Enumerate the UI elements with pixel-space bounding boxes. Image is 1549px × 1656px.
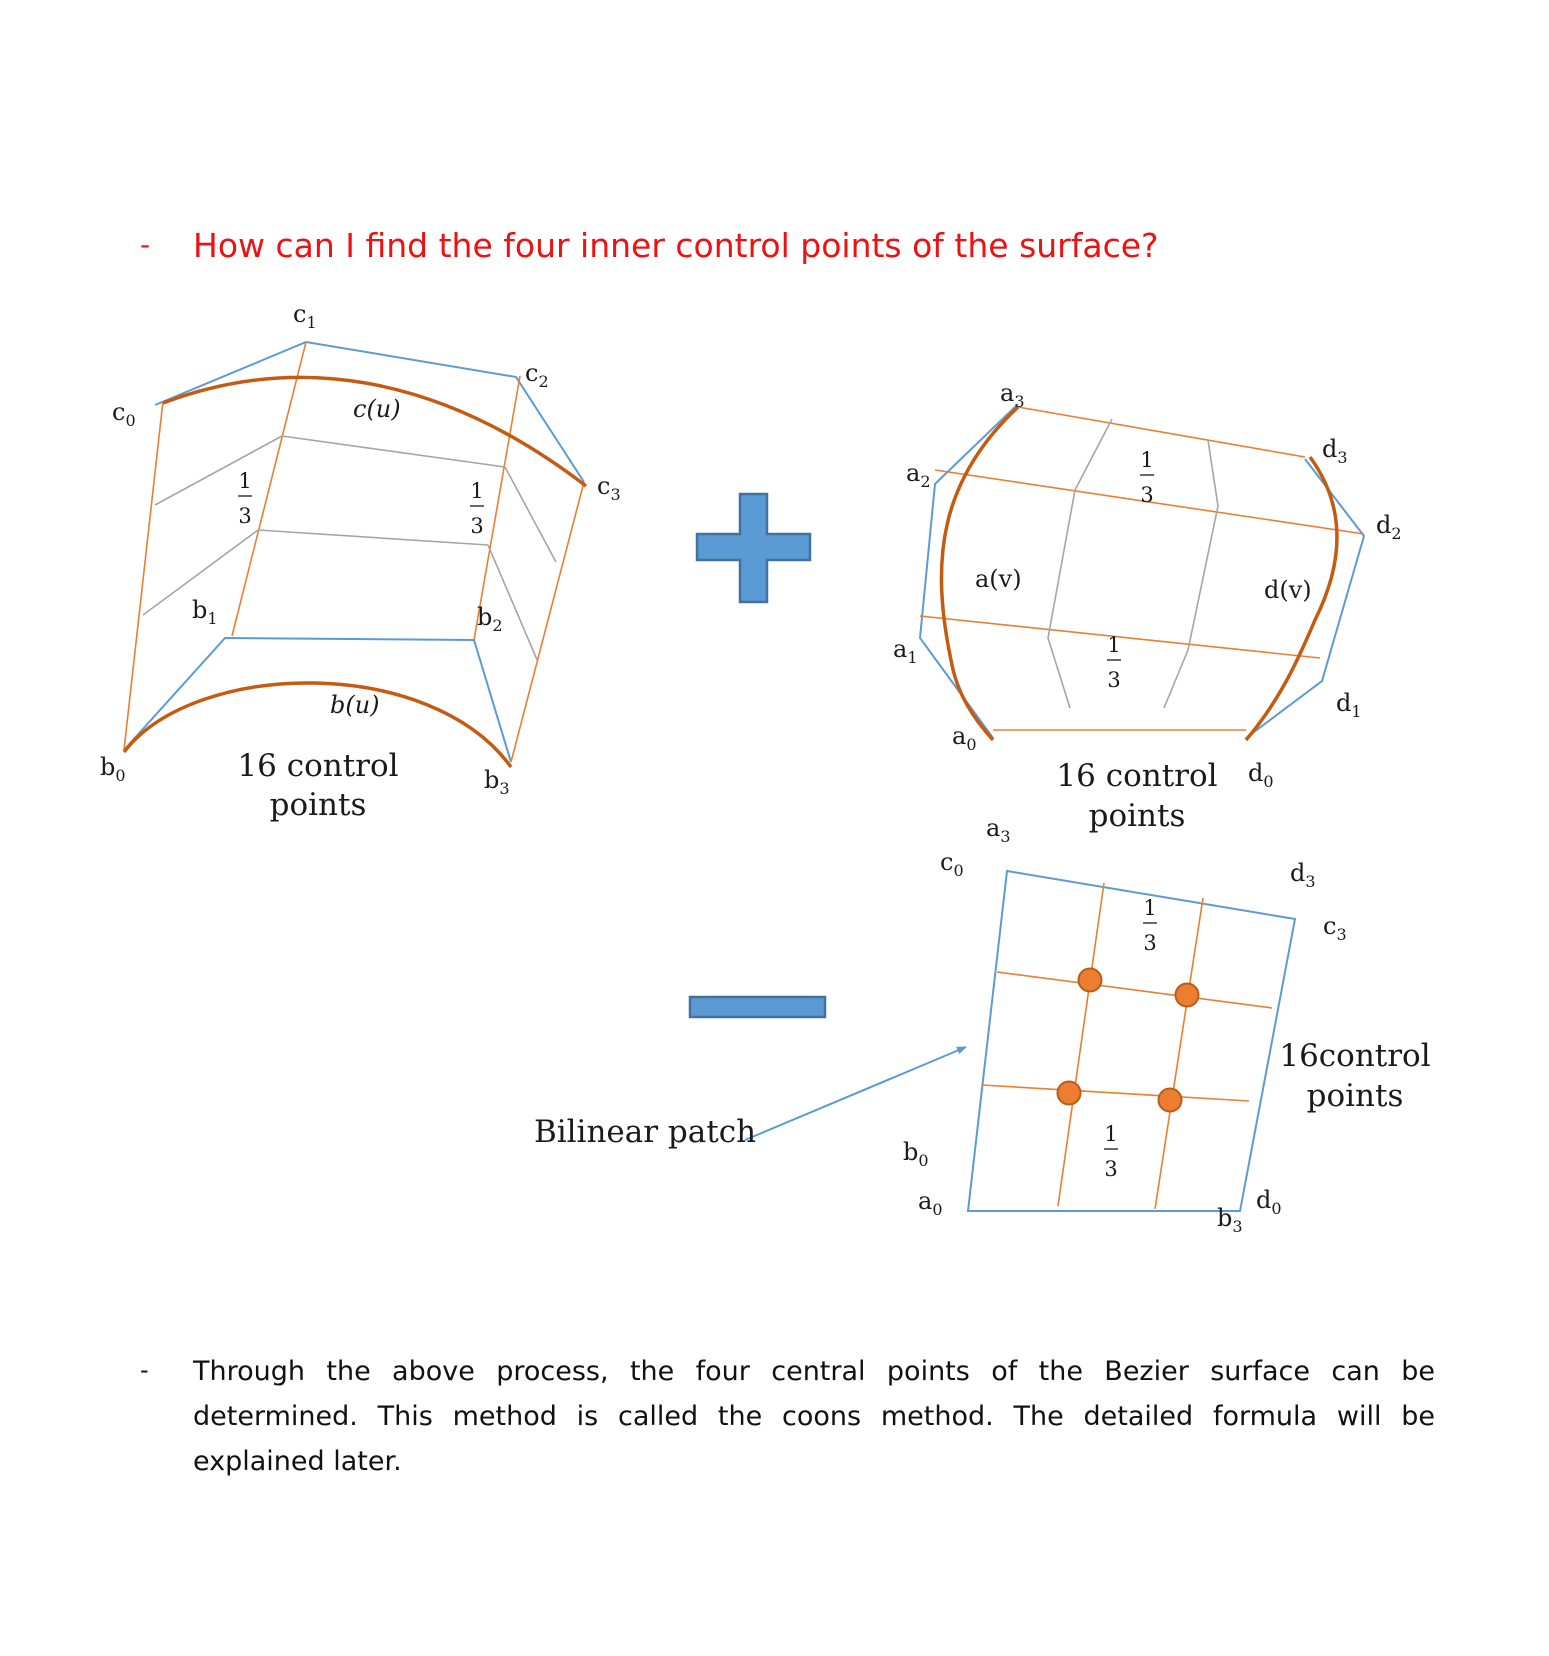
- svg-text:1: 1: [238, 469, 251, 493]
- heading-bullet: -: [140, 228, 151, 261]
- svg-text:1: 1: [1140, 448, 1153, 472]
- caption-line-1: 16 control: [1056, 758, 1217, 794]
- fraction-one-third: 1 3: [1104, 1122, 1118, 1181]
- rule-line: [981, 1084, 1250, 1102]
- rule-line: [996, 971, 1273, 1009]
- label-curve-a: a(v): [975, 565, 1022, 593]
- svg-text:1: 1: [470, 479, 483, 503]
- label-curve-c: c(u): [353, 395, 401, 423]
- fraction-one-third: 1 3: [1143, 896, 1157, 955]
- label-a3: a3: [986, 814, 1011, 846]
- caption-line-2: points: [270, 787, 367, 823]
- rule-line: [1154, 897, 1204, 1210]
- label-a1: a1: [893, 635, 918, 667]
- bilinear-arrow: [744, 1046, 967, 1141]
- curve-b: [122, 681, 513, 769]
- polygon-b: [123, 636, 512, 763]
- label-c3: c3: [597, 472, 621, 504]
- label-a3: a3: [1000, 379, 1025, 411]
- rule-line: [473, 375, 521, 641]
- label-d2: d2: [1376, 511, 1402, 543]
- label-b1: b1: [192, 596, 218, 628]
- caption-line-2: points: [1307, 1078, 1404, 1114]
- explanation-paragraph: Through the above process, the four cent…: [193, 1356, 1435, 1477]
- caption-line-2: points: [1089, 798, 1186, 834]
- rule-line: [1017, 406, 1306, 458]
- label-d0: d0: [1248, 759, 1274, 791]
- svg-text:3: 3: [238, 504, 251, 528]
- grid-line: [154, 435, 283, 506]
- label-a0: a0: [952, 722, 977, 754]
- inner-control-point: [1174, 982, 1200, 1008]
- rule-line: [934, 469, 1365, 535]
- label-a0: a0: [918, 1187, 943, 1219]
- inner-control-point: [1077, 967, 1103, 993]
- heading-question: How can I find the four inner control po…: [193, 226, 1159, 265]
- curve-d: [1244, 455, 1339, 742]
- bilinear-outline: [966, 869, 1297, 1212]
- label-curve-d: d(v): [1264, 576, 1312, 604]
- svg-text:3: 3: [1143, 931, 1156, 955]
- label-d0: d0: [1256, 1186, 1282, 1218]
- label-b3: b3: [1217, 1204, 1243, 1236]
- fraction-one-third: 1 3: [238, 469, 252, 528]
- grid-line: [142, 529, 259, 616]
- rule-line: [919, 615, 1321, 659]
- grid-line: [487, 544, 539, 663]
- plus-icon: [695, 492, 812, 604]
- caption-line-1: 16control: [1279, 1038, 1430, 1074]
- label-b2: b2: [477, 603, 503, 635]
- inner-control-point: [1157, 1087, 1183, 1113]
- label-b0: b0: [903, 1138, 929, 1170]
- fraction-one-third: 1 3: [470, 479, 484, 538]
- label-b3: b3: [484, 766, 510, 798]
- label-b0: b0: [100, 753, 126, 785]
- label-c0: c0: [112, 398, 136, 430]
- polygon-d: [1245, 458, 1366, 739]
- label-a2: a2: [906, 459, 931, 491]
- svg-text:3: 3: [1104, 1157, 1117, 1181]
- fraction-one-third: 1 3: [1107, 633, 1121, 692]
- paragraph-bullet: -: [140, 1356, 149, 1384]
- label-c3: c3: [1323, 912, 1347, 944]
- grid-line: [1047, 418, 1113, 709]
- label-d1: d1: [1336, 689, 1362, 721]
- caption-line-1: 16 control: [237, 748, 398, 784]
- label-c1: c1: [293, 300, 317, 332]
- diagram-three: 1 3 1 3 a3 c0 d3 c3 b0 a0 b3 d0 16contro…: [534, 814, 1431, 1236]
- polygon-c: [154, 340, 585, 483]
- rule-line: [1057, 882, 1105, 1207]
- diagram-two: 1 3 1 3 a3 a2 a1 a0 d3 d2 d1 d0 a(v) d(v…: [893, 379, 1402, 834]
- curve-c: [162, 375, 588, 488]
- diagram-one: 1 3 1 3 c0 c1 c2 c3 b1 b2 b0 b3 c(u) b(u…: [100, 300, 621, 823]
- polygon-a: [918, 403, 1019, 739]
- svg-text:3: 3: [470, 514, 483, 538]
- rule-line: [510, 481, 585, 763]
- label-curve-b: b(u): [330, 691, 380, 719]
- rule-line: [231, 341, 307, 637]
- bilinear-patch-label: Bilinear patch: [534, 1114, 756, 1150]
- label-c0: c0: [940, 848, 964, 880]
- minus-icon: [688, 995, 827, 1019]
- fraction-one-third: 1 3: [1140, 448, 1154, 507]
- label-d3: d3: [1322, 435, 1348, 467]
- svg-text:1: 1: [1143, 896, 1156, 920]
- grid-line: [281, 435, 506, 468]
- grid-line: [1163, 439, 1219, 709]
- svg-text:1: 1: [1104, 1122, 1117, 1146]
- label-d3: d3: [1290, 859, 1316, 891]
- curve-a: [939, 405, 1020, 742]
- svg-text:1: 1: [1107, 633, 1120, 657]
- rule-line: [123, 400, 164, 751]
- grid-line: [257, 529, 489, 546]
- inner-control-point: [1056, 1080, 1082, 1106]
- grid-line: [504, 466, 557, 563]
- svg-text:3: 3: [1107, 668, 1120, 692]
- svg-text:3: 3: [1140, 483, 1153, 507]
- label-c2: c2: [525, 359, 549, 391]
